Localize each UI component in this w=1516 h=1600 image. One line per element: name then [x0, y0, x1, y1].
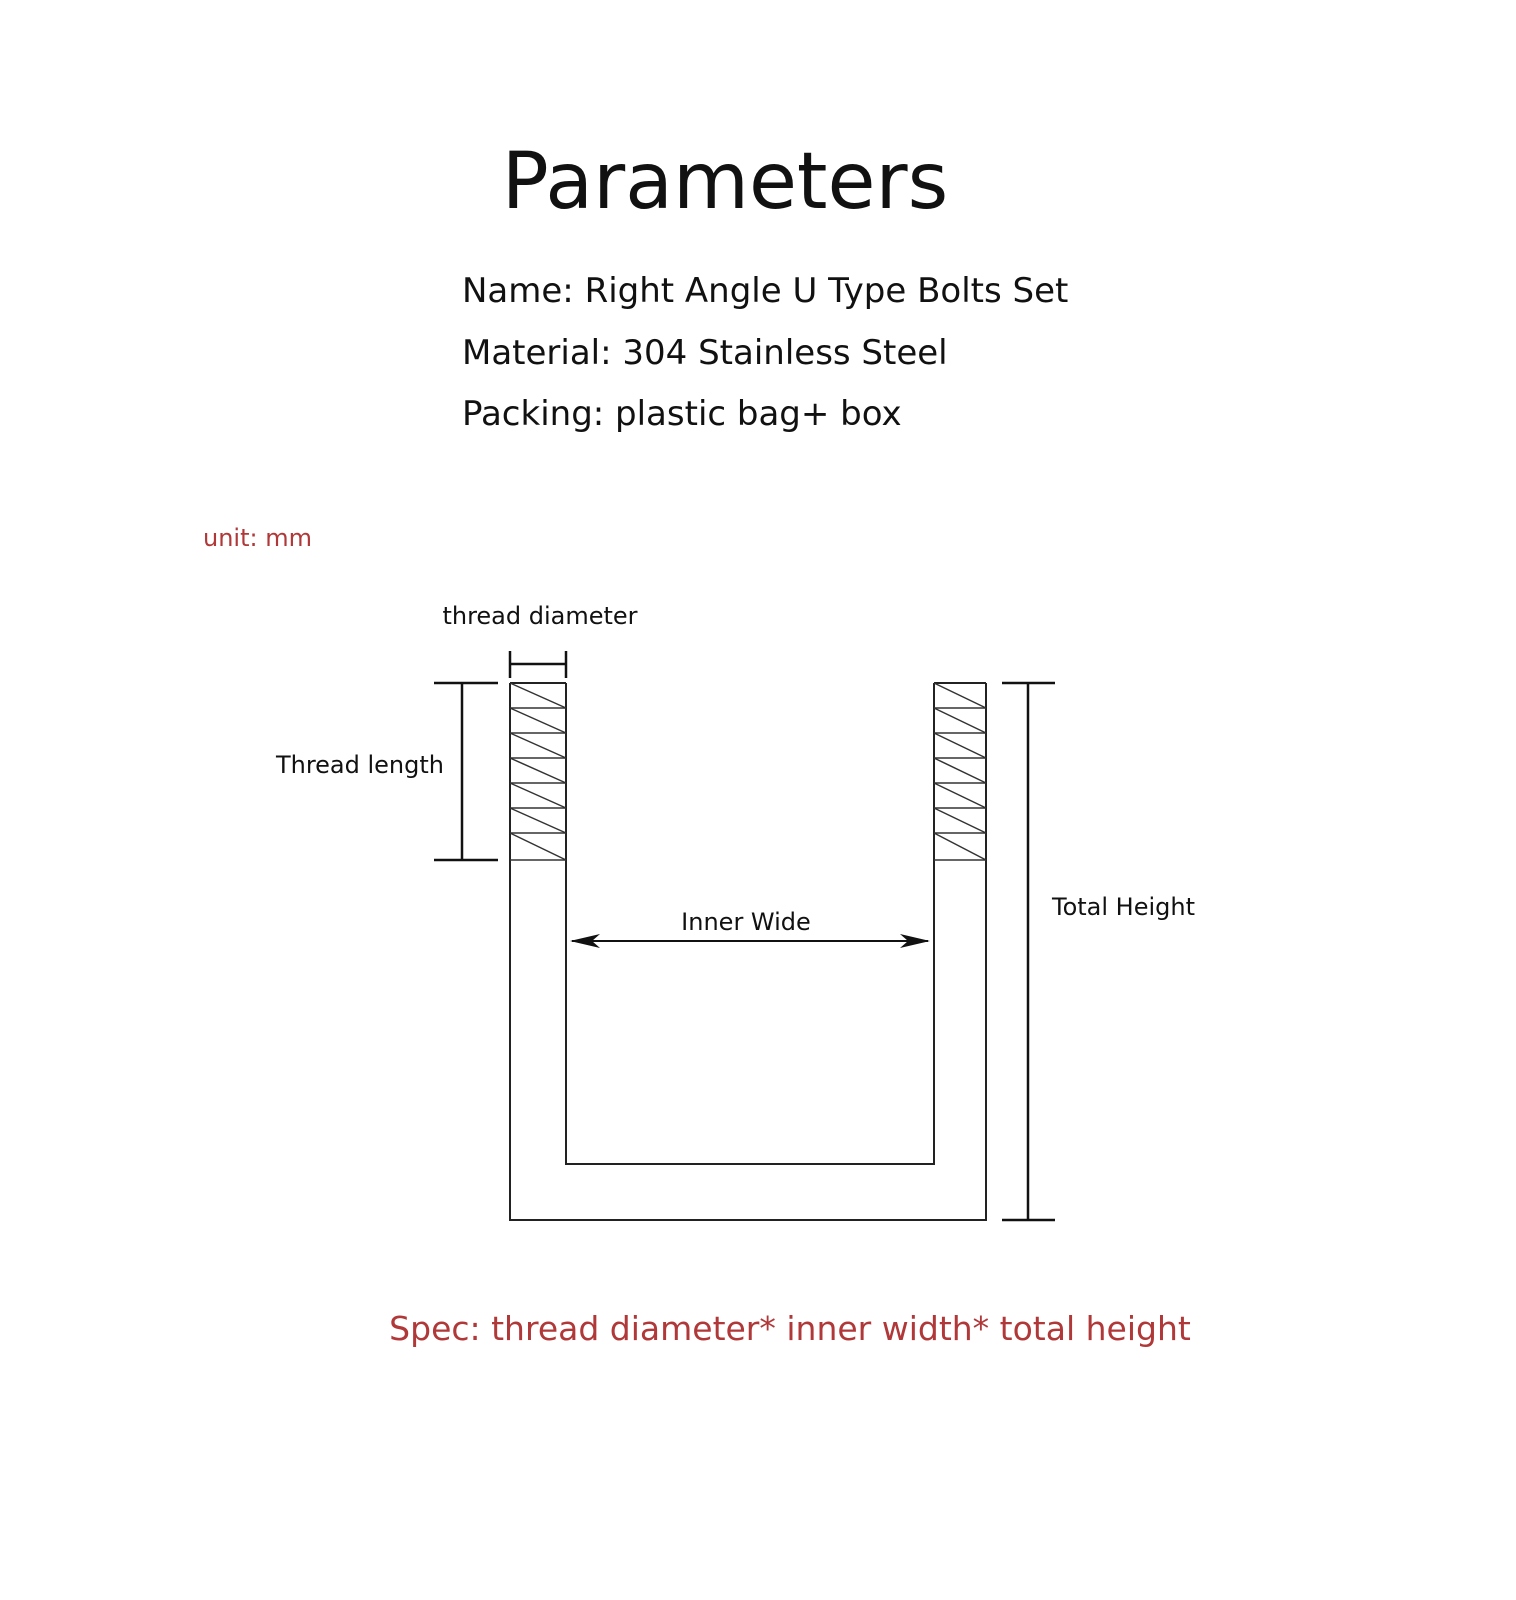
spec-formula: Spec: thread diameter* inner width* tota… [389, 1309, 1191, 1348]
spec-name: Name: Right Angle U Type Bolts Set [462, 271, 1069, 311]
spec-packing: Packing: plastic bag+ box [462, 394, 902, 434]
spec-material: Material: 304 Stainless Steel [462, 333, 948, 373]
right-thread-hatching [933, 682, 987, 861]
u-bolt-outer-outline [509, 683, 987, 1221]
page-title: Parameters [501, 137, 949, 227]
left-thread-hatching [509, 682, 567, 861]
thread-length-label: Thread length [275, 751, 444, 779]
thread-length-dimension [434, 681, 498, 862]
u-bolt-inner-outline [565, 683, 935, 1165]
inner-wide-label: Inner Wide [681, 908, 811, 936]
unit-label: unit: mm [203, 524, 312, 552]
thread-diameter-dimension [508, 651, 568, 678]
total-height-label: Total Height [1051, 893, 1195, 921]
total-height-dimension [1002, 681, 1055, 1222]
thread-diameter-label: thread diameter [442, 602, 637, 630]
